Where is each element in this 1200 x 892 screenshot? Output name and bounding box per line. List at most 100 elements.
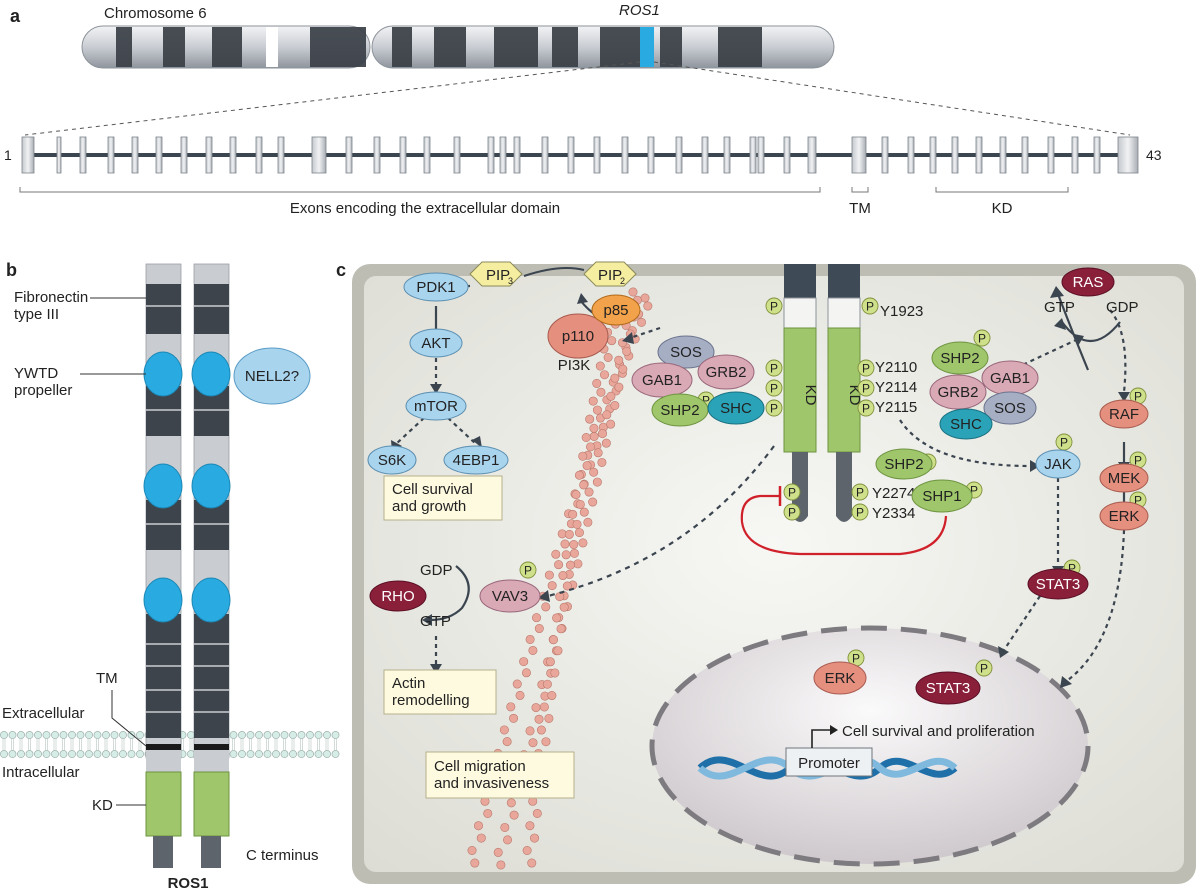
phospho-label: P [852, 652, 860, 666]
rho-node: RHO [369, 580, 427, 612]
extracellular-exons-label: Exons encoding the extracellular domain [290, 200, 560, 217]
phospho-label: P [856, 486, 864, 500]
phospho-marker: P [765, 379, 783, 397]
chromosome-6 [81, 25, 835, 69]
phospho-label: P [788, 506, 796, 520]
phospho-label: P [788, 486, 796, 500]
erk-node-label: ERK [1109, 508, 1140, 525]
shc-right-node: SHC [939, 408, 993, 440]
exon [423, 136, 431, 174]
phospho-label: P [978, 332, 986, 346]
shp2-right-node-label: SHP2 [940, 350, 979, 367]
exon [21, 136, 35, 174]
akt-node-label: AKT [421, 335, 450, 352]
sos-node-label: SOS [670, 344, 702, 361]
phospho-label: P [866, 300, 874, 314]
ros1-gene-label: ROS1 [619, 2, 660, 19]
exon [131, 136, 139, 174]
phospho-marker: P [765, 359, 783, 377]
exon [999, 136, 1007, 174]
intracellular-label: Intracellular [2, 764, 80, 781]
phospho-sites: PPPPPPPPPPPPPPPPPPPPPPPP [519, 297, 1147, 677]
ros1-dimer [783, 264, 861, 522]
mek-node-label: MEK [1108, 470, 1141, 487]
phospho-label: P [862, 382, 870, 396]
panel-b: b [0, 260, 340, 892]
gab1-node: GAB1 [631, 362, 693, 398]
jak-node: JAK [1035, 449, 1081, 479]
phospho-marker: P [783, 483, 801, 501]
shp2-node-label: SHP2 [660, 402, 699, 419]
nell2-ligand [233, 347, 311, 405]
erk-node: ERK [1099, 501, 1149, 531]
pip3-node: PIP 3 [469, 261, 523, 287]
s6k-node: S6K [367, 445, 417, 475]
y2110-label: Y2110 [875, 359, 917, 376]
phospho-label: P [770, 402, 778, 416]
gab1-right-node-label: GAB1 [990, 370, 1030, 387]
exon [1021, 136, 1029, 174]
exon [499, 136, 507, 174]
stat3-nuc-node: STAT3 [915, 671, 981, 705]
cell-migration-box [425, 751, 575, 799]
kd-left-label: KD [802, 385, 819, 406]
exon [541, 136, 549, 174]
shp2-node: SHP2 [651, 393, 709, 427]
exon [701, 136, 709, 174]
sos-right-node-label: SOS [994, 400, 1026, 417]
grb2-node: GRB2 [697, 354, 755, 390]
exon [1093, 136, 1101, 174]
phospho-label: P [1134, 390, 1142, 404]
akt-node: AKT [409, 328, 463, 358]
c-terminus-label: C terminus [246, 847, 319, 864]
phospho-marker: P [851, 483, 869, 501]
mtor-node: mTOR [405, 391, 467, 421]
exon [783, 136, 791, 174]
phospho-marker: P [973, 329, 991, 347]
exon [593, 136, 601, 174]
cell-survival-prolif-label: Cell survival and proliferation [842, 723, 1035, 740]
panel-a: a Chromosome 6 ROS1 [4, 2, 1162, 217]
exon [881, 136, 889, 174]
pip2-node: PIP 2 [583, 261, 637, 287]
stat3-node: STAT3 [1027, 568, 1089, 600]
exon [277, 136, 285, 174]
chromosome-label: Chromosome 6 [104, 5, 207, 22]
phospho-label: P [862, 402, 870, 416]
exon [929, 136, 937, 174]
y2115-label: Y2115 [875, 399, 917, 416]
ros1-protein-label: ROS1 [168, 875, 209, 892]
ros1-receptor-left [143, 263, 183, 868]
s6k-node-label: S6K [378, 452, 406, 469]
exon [56, 136, 62, 174]
ras-gdp-label: GDP [1106, 299, 1139, 316]
vav3-gdp-label: GDP [420, 562, 453, 579]
phospho-label: P [1134, 454, 1142, 468]
exon-group [21, 136, 1139, 174]
grb2-node-label: GRB2 [706, 364, 747, 381]
pdk1-node: PDK1 [403, 272, 469, 302]
phospho-label: P [1068, 562, 1076, 576]
phospho-marker: P [765, 399, 783, 417]
exon [399, 136, 407, 174]
exon [229, 136, 237, 174]
gab1-node-label: GAB1 [642, 372, 682, 389]
exon [851, 136, 867, 174]
signal-arrows [395, 284, 1127, 681]
exon [675, 136, 683, 174]
p85-node-label: p85 [603, 302, 628, 319]
gab1-right-node: GAB1 [981, 360, 1039, 396]
exon [345, 136, 353, 174]
grb2-right-node: GRB2 [929, 374, 987, 410]
phospho-marker: P [783, 503, 801, 521]
phospho-label: P [770, 300, 778, 314]
phospho-marker: P [765, 297, 783, 315]
exon [513, 136, 521, 174]
raf-node: RAF [1099, 399, 1149, 429]
exon [907, 136, 915, 174]
exon [155, 136, 163, 174]
sos-node: SOS [657, 335, 715, 369]
tm-exon-label: TM [849, 200, 871, 217]
